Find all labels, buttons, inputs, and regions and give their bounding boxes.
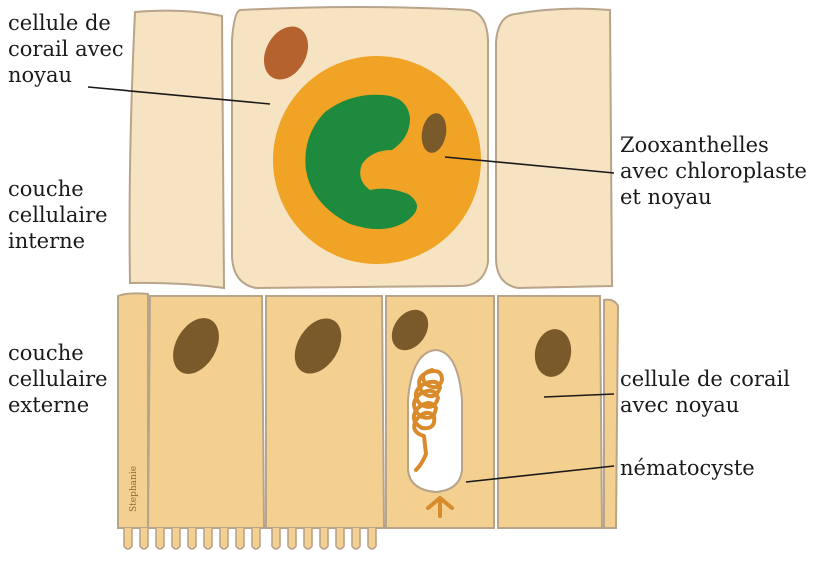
inner-cell-right — [496, 9, 612, 288]
outer-cell-layer: Stephanie — [118, 293, 618, 549]
label-zooxanthellae: Zooxanthelles avec chloroplaste et noyau — [620, 132, 807, 210]
label-top-left-coral-cell: cellule de corail avec noyau — [8, 10, 124, 88]
label-bottom-right-coral-cell: cellule de corail avec noyau — [620, 366, 790, 418]
cilia-fringe — [124, 528, 376, 549]
zooxanthella — [273, 56, 481, 264]
artist-signature: Stephanie — [129, 466, 139, 512]
label-inner-cell-layer: couche cellulaire interne — [8, 176, 108, 254]
label-nematocyst: nématocyste — [620, 455, 755, 481]
outer-cell-6 — [604, 300, 618, 528]
label-outer-cell-layer: couche cellulaire externe — [8, 340, 108, 418]
inner-cell-left — [130, 11, 224, 288]
inner-cell-layer — [130, 7, 612, 288]
